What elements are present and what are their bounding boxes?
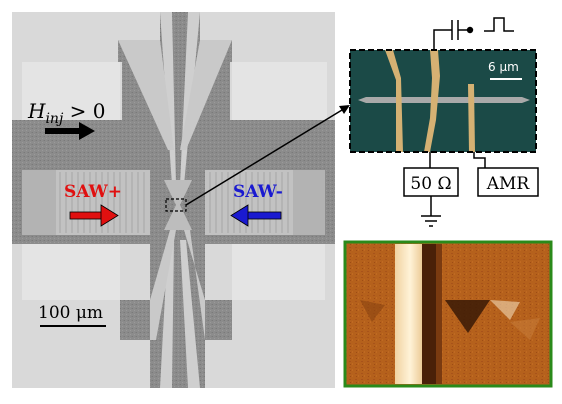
afm-image [343,240,553,388]
contact-3 [468,84,475,152]
field-label: Hinj > 0 [27,99,106,127]
field-arrow [45,122,95,140]
zoom-connector-arrowhead [339,105,350,114]
saw-minus-arrow [230,204,282,227]
resistor-box [403,167,459,197]
saw-minus-label: SAW- [233,182,283,202]
inset-panel: 6 μm [349,49,537,153]
amr-label: AMR [486,174,531,194]
saw-plus-label: SAW+ [64,182,122,202]
wire [358,97,530,103]
ground-icon [421,196,441,227]
domain-wall-triangle [445,300,490,333]
contact-2 [424,50,440,152]
contact-1 [385,50,403,152]
inset-scale-label: 6 μm [488,60,519,74]
pulse-icon [484,17,514,32]
saw-plus-arrow [69,204,119,227]
scale-bar-label: 100 μm [38,303,103,323]
amr-wire [473,152,486,168]
amr-box [477,167,539,197]
resistor-label: 50 Ω [410,174,451,194]
zoom-connector-line [185,109,343,206]
pulse-terminal-dot [466,26,474,34]
pulse-source [433,20,470,50]
sem-image: Hinj > 0 SAW+ SAW- 100 μm [12,12,335,388]
